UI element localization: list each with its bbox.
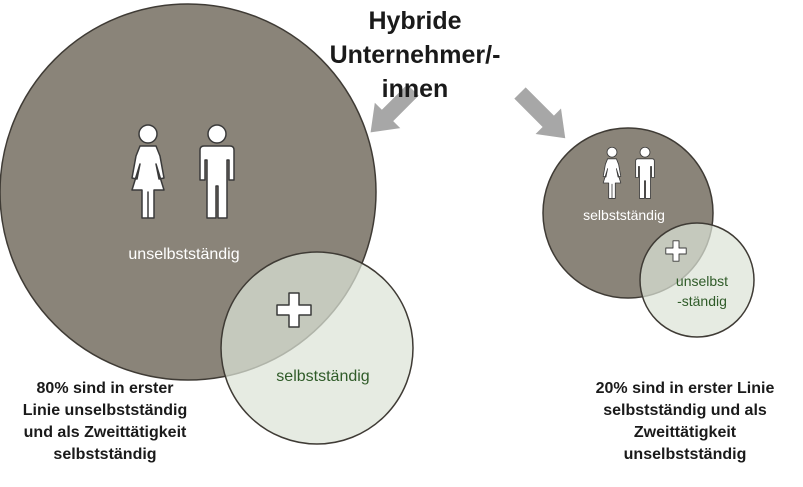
- right-big-circle-label: selbstständig: [583, 207, 665, 223]
- diagram-title: Hybride Unternehmer/-innen: [300, 4, 530, 106]
- left-caption-line: Linie unselbstständig: [22, 402, 188, 419]
- left-caption: 80% sind in erster Linie unselbstständig…: [0, 378, 210, 466]
- left-caption-line: und als Zweittätigkeit: [23, 424, 187, 441]
- left-arrow-icon: [370, 84, 419, 133]
- right-caption-line: unselbstständig: [623, 446, 747, 463]
- right-caption-line: selbstständig und als: [603, 402, 767, 419]
- right-small-circle-label-line1: unselbst: [676, 273, 728, 289]
- right-caption-line: 20% sind in erster Linie: [595, 380, 775, 397]
- right-caption: 20% sind in erster Linie selbstständig u…: [570, 378, 800, 466]
- left-big-circle-label: unselbstständig: [128, 246, 239, 263]
- title-line-2: Unternehmer/-innen: [329, 41, 501, 103]
- left-caption-line: selbstständig: [53, 446, 157, 463]
- left-small-circle-label: selbstständig: [276, 368, 369, 385]
- left-caption-line: 80% sind in erster: [36, 380, 174, 397]
- left-small-circle: [220, 251, 414, 445]
- right-caption-line: Zweittätigkeit: [633, 424, 737, 441]
- title-line-1: Hybride: [368, 7, 462, 35]
- right-small-circle-label-line2: -ständig: [677, 293, 727, 309]
- right-arrow-icon: [514, 87, 566, 139]
